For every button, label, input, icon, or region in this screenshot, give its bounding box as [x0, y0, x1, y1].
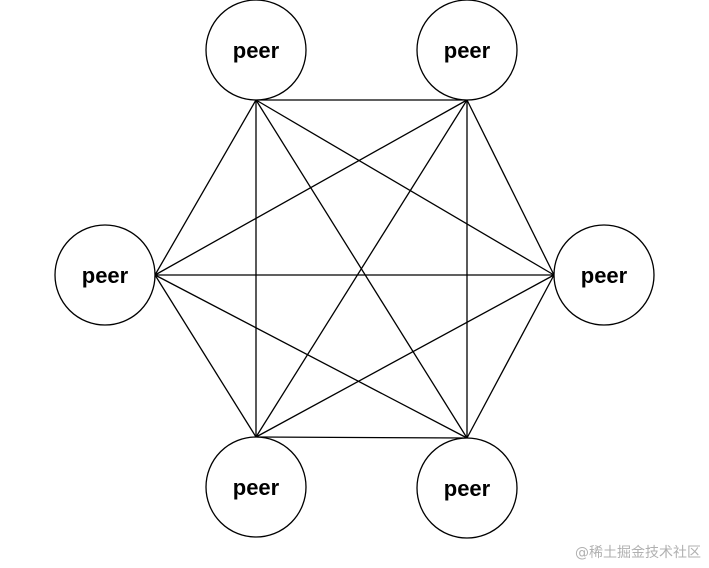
peer-label: peer [581, 263, 628, 288]
edge-top-left-to-left [154, 99, 257, 276]
peer-nodes: peer peer peer peer peer peer [54, 0, 655, 539]
edge-right-to-bottom-left [255, 274, 555, 438]
peer-node-right: peer [553, 224, 655, 326]
connection-lines [154, 99, 555, 439]
peer-label: peer [233, 38, 280, 63]
edge-left-to-bottom-left [154, 274, 257, 438]
edge-bottom-left-to-bottom-right [255, 436, 468, 439]
peer-circle [416, 0, 518, 101]
edge-right-to-bottom-right [466, 274, 555, 439]
edge-top-left-to-right [255, 99, 555, 276]
peer-circle [205, 0, 307, 101]
peer-label: peer [82, 263, 129, 288]
peer-node-left: peer [54, 224, 156, 326]
peer-label: peer [233, 475, 280, 500]
watermark-text: @稀土掘金技术社区 [575, 545, 701, 561]
edge-top-right-to-right [466, 99, 555, 276]
peer-node-bottom-left: peer [205, 436, 307, 538]
peer-circle [416, 437, 518, 539]
peer-label: peer [444, 476, 491, 501]
peer-node-top-left: peer [205, 0, 307, 101]
peer-node-bottom-right: peer [416, 437, 518, 539]
edge-top-right-to-left [154, 99, 468, 276]
peer-label: peer [444, 38, 491, 63]
edge-left-to-bottom-right [154, 274, 468, 439]
edge-top-right-to-bottom-left [255, 99, 468, 438]
peer-circle [54, 224, 156, 326]
peer-node-top-right: peer [416, 0, 518, 101]
peer-circle [553, 224, 655, 326]
peer-circle [205, 436, 307, 538]
